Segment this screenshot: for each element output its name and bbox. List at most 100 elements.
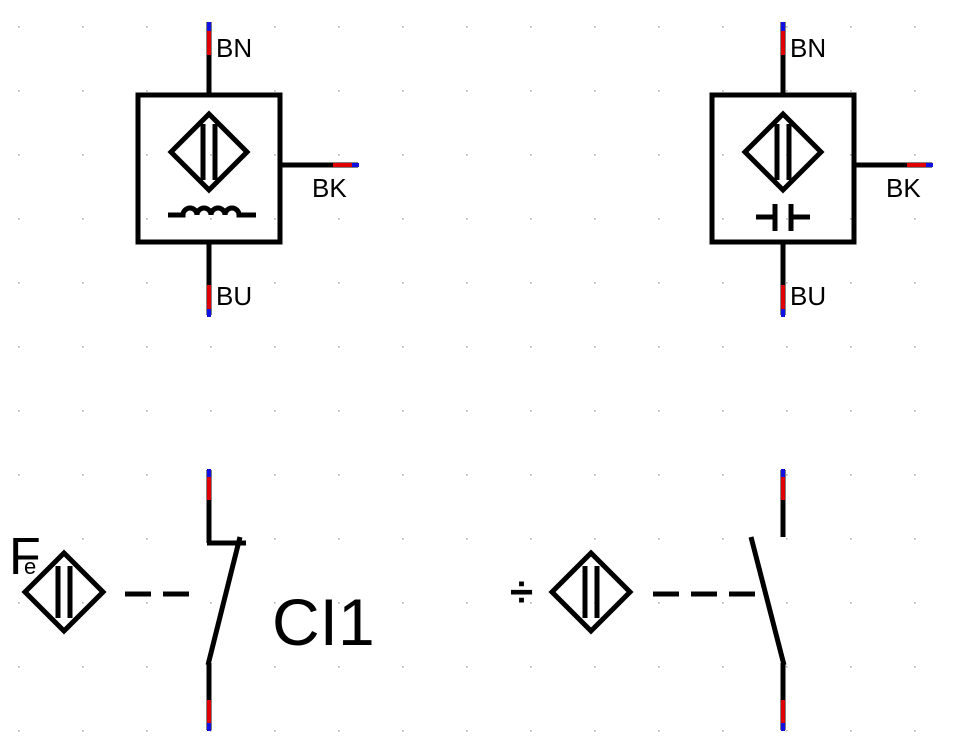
grid-dot xyxy=(402,154,404,156)
grid-dot xyxy=(210,154,212,156)
grid-dot xyxy=(914,218,916,220)
contact-blade xyxy=(748,536,787,666)
grid-dot xyxy=(402,474,404,476)
no-proximity-contact-symbol[interactable] xyxy=(548,470,787,730)
grid-dot xyxy=(722,154,724,156)
grid-dot xyxy=(914,666,916,668)
pin-label-bn: BN xyxy=(216,33,252,63)
grid-dot xyxy=(594,474,596,476)
grid-dot xyxy=(786,538,788,540)
grid-dot xyxy=(914,602,916,604)
grid-dot xyxy=(786,346,788,348)
grid-dot xyxy=(914,154,916,156)
capacitive-sensor-symbol[interactable] xyxy=(709,22,932,315)
grid-dot xyxy=(850,730,852,732)
capacitive-pin-marks xyxy=(781,22,933,317)
grid-dot xyxy=(274,218,276,220)
inductive-sensor-symbol[interactable] xyxy=(135,22,358,315)
grid-dot xyxy=(722,602,724,604)
grid-dot xyxy=(658,282,660,284)
grid-dot xyxy=(466,282,468,284)
grid-dot xyxy=(18,666,20,668)
grid-dot xyxy=(658,346,660,348)
grid-dot xyxy=(402,282,404,284)
grid-dot xyxy=(530,538,532,540)
grid-dot xyxy=(18,538,20,540)
grid-dot xyxy=(146,90,148,92)
grid-dot xyxy=(82,474,84,476)
grid-dot xyxy=(274,666,276,668)
grid-dot xyxy=(658,26,660,28)
grid-dot xyxy=(146,346,148,348)
grid-dot xyxy=(466,474,468,476)
grid-dot xyxy=(722,218,724,220)
grid-dot xyxy=(594,218,596,220)
grid-dot xyxy=(18,154,20,156)
grid-dot xyxy=(914,26,916,28)
grid-dot xyxy=(914,282,916,284)
pin-label-bk: BK xyxy=(886,173,921,203)
grid-dot xyxy=(18,26,20,28)
grid-dot xyxy=(18,218,20,220)
contact-blade xyxy=(205,536,243,666)
grid-dot xyxy=(658,666,660,668)
grid-dot xyxy=(722,410,724,412)
grid-dot xyxy=(466,90,468,92)
grid-dot xyxy=(850,538,852,540)
grid-dot xyxy=(274,538,276,540)
grid-dot xyxy=(466,538,468,540)
grid-dot xyxy=(594,346,596,348)
grid-dot xyxy=(82,346,84,348)
grid-dot xyxy=(274,474,276,476)
grid-dot xyxy=(338,538,340,540)
grid-dot xyxy=(658,90,660,92)
grid-dot xyxy=(914,410,916,412)
grid-dot xyxy=(338,346,340,348)
grid-dot xyxy=(722,90,724,92)
grid-dot xyxy=(658,538,660,540)
grid-dot xyxy=(530,26,532,28)
grid-dot xyxy=(466,346,468,348)
grid-dot xyxy=(466,410,468,412)
grid-dot xyxy=(338,474,340,476)
grid-dot xyxy=(146,218,148,220)
grid-dot xyxy=(146,538,148,540)
grid-dot xyxy=(338,218,340,220)
grid-dot xyxy=(850,346,852,348)
grid-dot xyxy=(18,602,20,604)
grid-dot xyxy=(82,666,84,668)
grid-dot xyxy=(722,538,724,540)
grid-dot xyxy=(338,154,340,156)
grid-dot xyxy=(274,90,276,92)
grid-dot xyxy=(594,730,596,732)
grid-dot xyxy=(594,26,596,28)
grid-dot xyxy=(722,26,724,28)
grid-dot xyxy=(722,666,724,668)
inductive-pin-marks xyxy=(207,22,359,317)
grid-dot xyxy=(850,282,852,284)
grid-dot xyxy=(82,154,84,156)
grid-dot xyxy=(850,26,852,28)
grid-dot xyxy=(146,602,148,604)
grid-dot xyxy=(82,218,84,220)
grid-dot xyxy=(146,474,148,476)
grid-dot xyxy=(594,90,596,92)
grid-dot xyxy=(466,218,468,220)
grid-dot xyxy=(594,154,596,156)
nc-proximity-contact-symbol[interactable] xyxy=(21,470,246,730)
grid-dot xyxy=(274,602,276,604)
grid-dot xyxy=(850,666,852,668)
grid-dot xyxy=(146,154,148,156)
pin-label-bu: BU xyxy=(216,281,252,311)
grid-dot xyxy=(402,90,404,92)
grid-dot xyxy=(146,730,148,732)
proximity-diamond-icon xyxy=(741,110,825,194)
coil-icon xyxy=(168,205,256,218)
grid-dot xyxy=(658,218,660,220)
grid-dot xyxy=(466,154,468,156)
grid-dot xyxy=(338,602,340,604)
grid-dot xyxy=(786,730,788,732)
grid-dot xyxy=(786,282,788,284)
grid-dot xyxy=(786,90,788,92)
